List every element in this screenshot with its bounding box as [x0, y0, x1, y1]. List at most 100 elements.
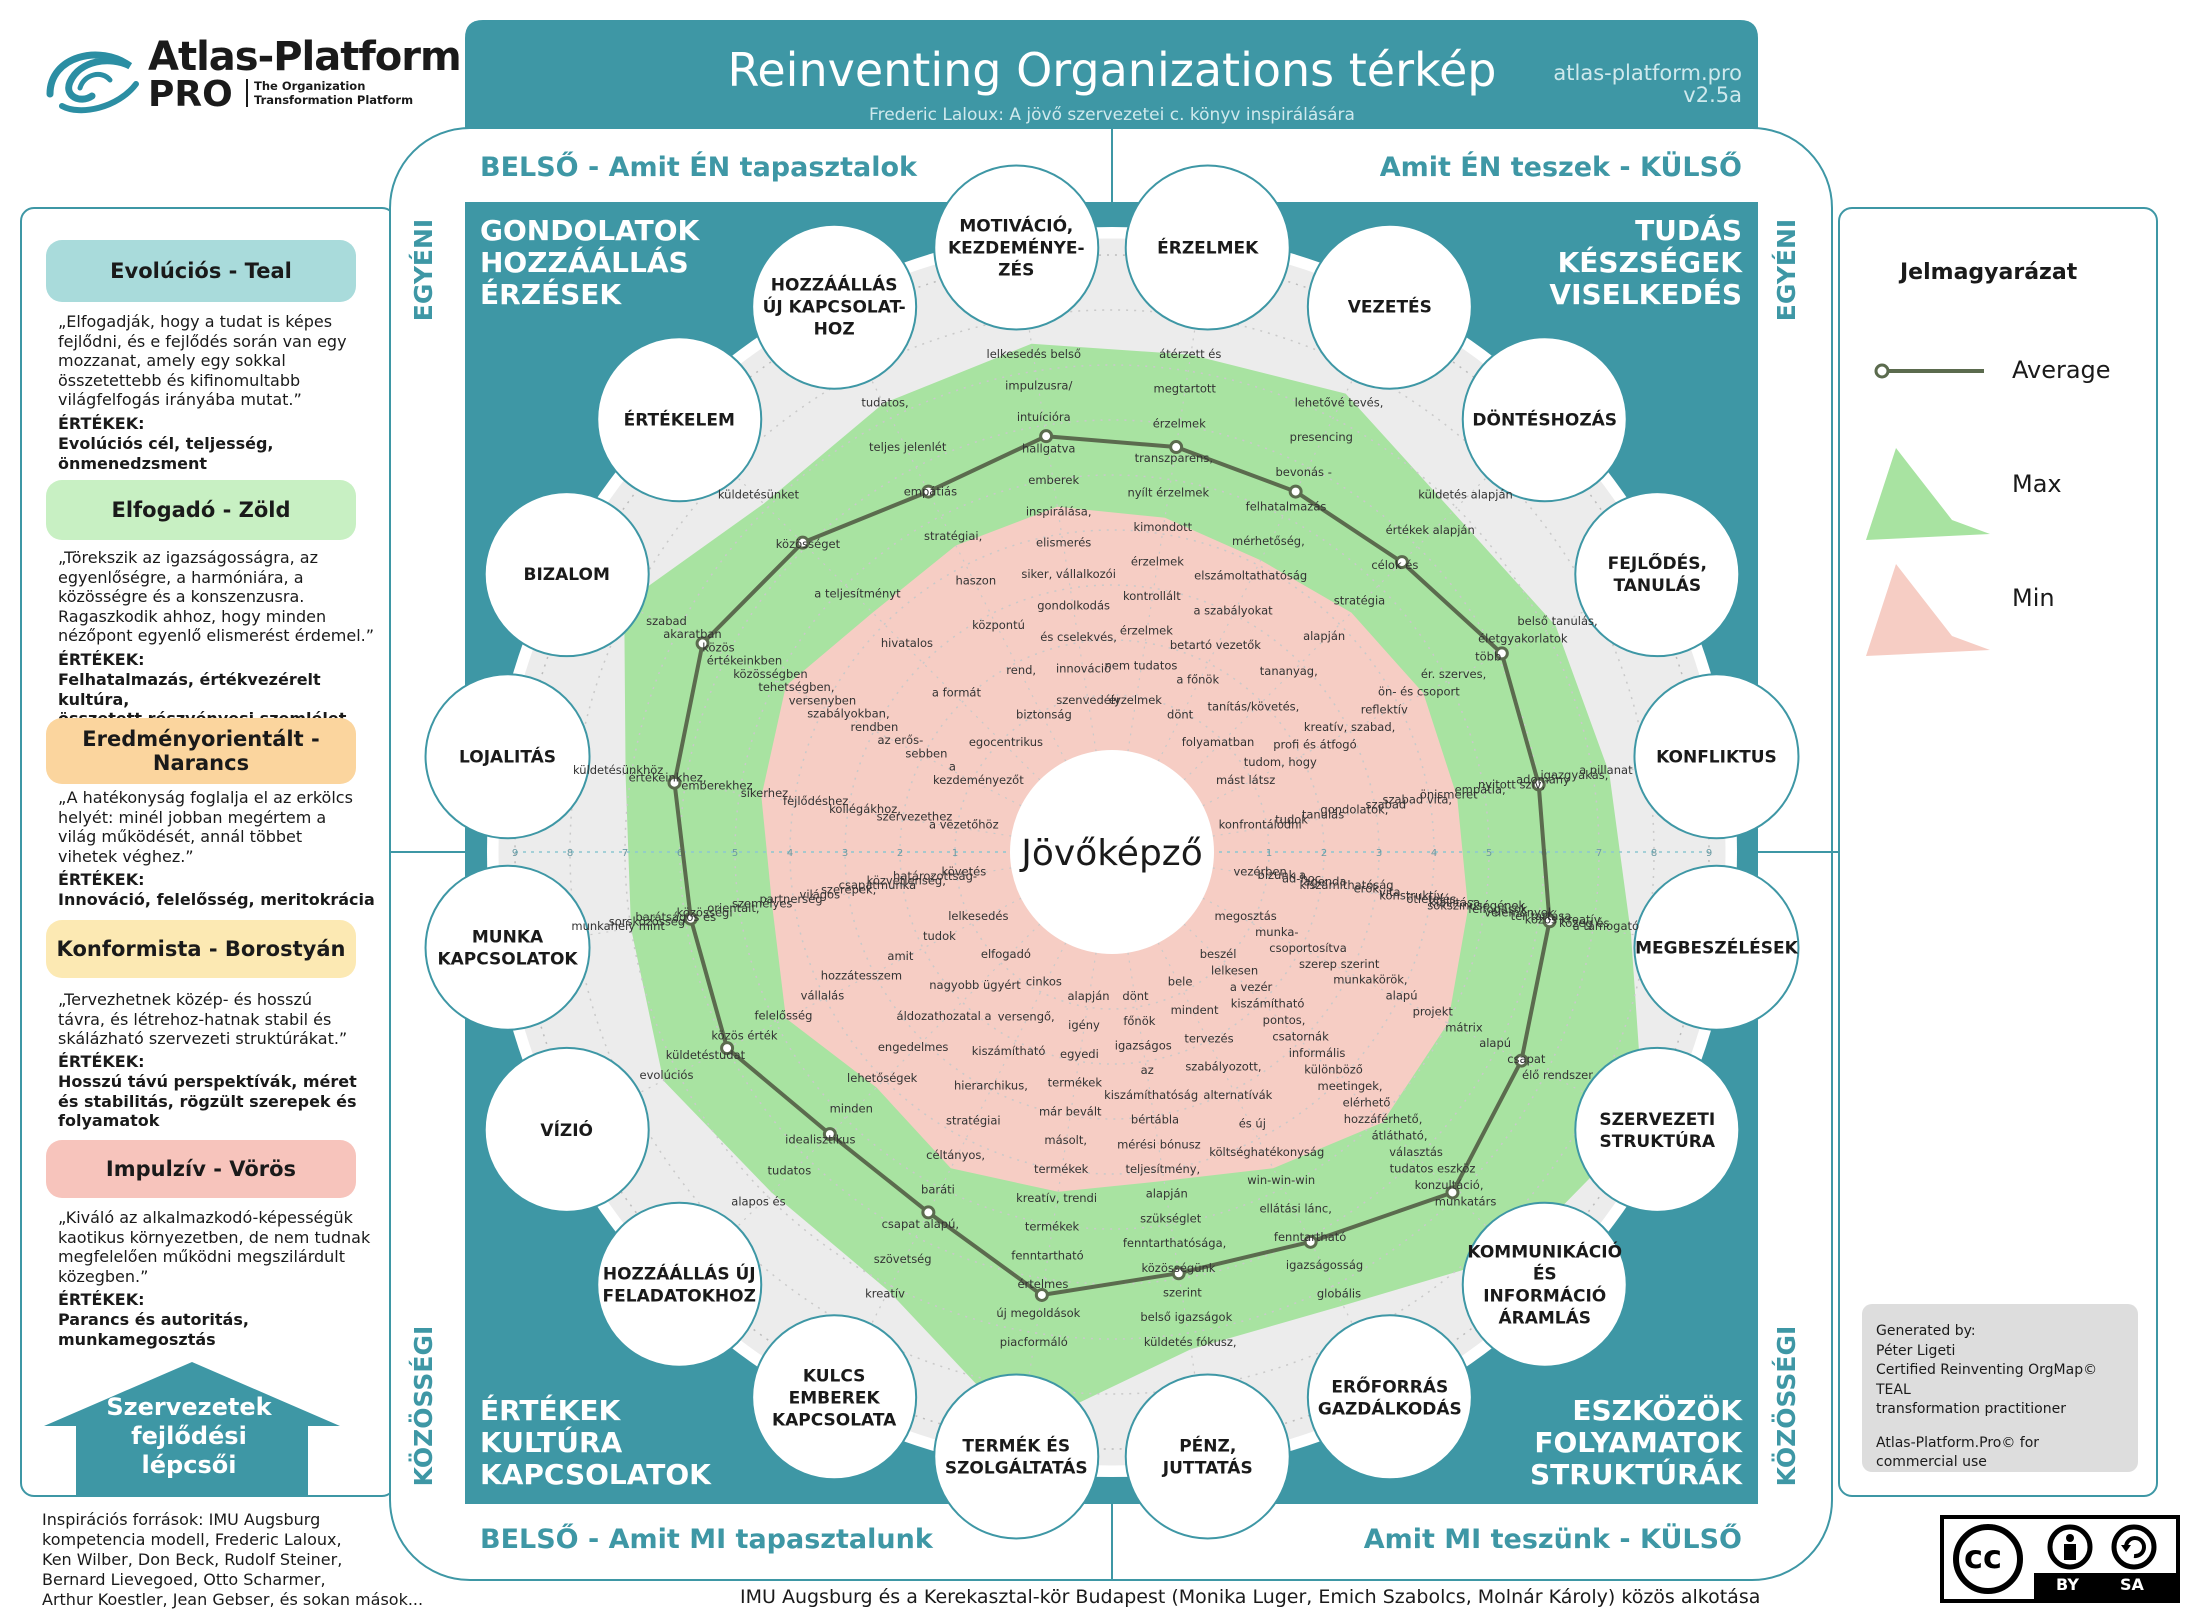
- spoke-description: áldozathozatal a: [897, 1009, 992, 1023]
- spoke-description: tudatos eszköz: [1390, 1162, 1476, 1176]
- quadrant-title-top-left: HOZZÁÁLLÁS: [480, 245, 689, 279]
- spoke-description: profi és átfogó: [1273, 738, 1356, 752]
- scale-tick-label: 7: [1596, 848, 1602, 859]
- spoke-description: ad-hoc,: [1282, 871, 1325, 885]
- spoke-description: csapatmunka: [839, 878, 917, 892]
- spoke-description: stratégiai: [946, 1113, 1001, 1127]
- quadrant-title-bottom-left: KAPCSOLATOK: [480, 1458, 712, 1491]
- spoke-description: világos: [800, 887, 841, 901]
- quadrant-title-top-right: KÉSZSÉGEK: [1558, 245, 1744, 279]
- spoke-description: hozzátesszem: [821, 969, 902, 983]
- spoke-description: költséghatékonyság: [1209, 1145, 1324, 1159]
- spoke-description: csoportosítva: [1269, 941, 1347, 955]
- spoke-description: új megoldások: [996, 1306, 1080, 1320]
- dimension-circle: [596, 336, 763, 503]
- spoke-description: szabad: [646, 614, 687, 628]
- spoke-description: cinkos: [1026, 975, 1062, 989]
- dimension-circle: [1306, 223, 1473, 390]
- spoke-description: engedelmes: [878, 1040, 949, 1054]
- spoke-description: kiállítása: [1429, 895, 1480, 909]
- dimension-label: MEGBESZÉLÉSEK: [1635, 937, 1799, 959]
- spoke-description: nagyobb ügyért: [929, 978, 1021, 992]
- scale-tick-label: 7: [622, 848, 628, 859]
- scale-tick-label: 5: [1486, 848, 1492, 859]
- spoke-description: főnök: [1123, 1014, 1155, 1028]
- average-point: [795, 535, 810, 550]
- dimension-label: MOTIVÁCIÓ,: [959, 215, 1073, 237]
- spoke-description: alapú: [1386, 989, 1418, 1003]
- spoke-description: és új: [1239, 1116, 1266, 1130]
- spoke-description: elfogadó: [981, 947, 1031, 961]
- spoke-description: alapú: [1479, 1036, 1511, 1050]
- spoke-description: az erős-: [878, 733, 924, 747]
- dimension-circle: [424, 673, 591, 840]
- logo-pro: PRO: [148, 74, 233, 115]
- spoke-description: kiszámítható: [972, 1044, 1046, 1058]
- quadrant-title-top-left: ÉRZÉSEK: [480, 277, 622, 311]
- legend-average-swatch: [1874, 363, 1984, 379]
- spoke-description: versenyben: [789, 693, 856, 707]
- spoke-description: win-win-win: [1247, 1173, 1315, 1187]
- spoke-description: globális: [1317, 1287, 1361, 1301]
- spoke-description: gondolkodás: [1037, 599, 1110, 613]
- dimension-label: ÚJ KAPCSOLAT-: [763, 296, 906, 318]
- dimension-label: KONFLIKTUS: [1656, 747, 1777, 767]
- spoke-description: kreatív: [865, 1287, 905, 1301]
- cc-license-badge[interactable]: cc BY SA: [1940, 1515, 2180, 1603]
- spoke-description: mérési bónusz: [1117, 1137, 1201, 1151]
- level-values-label: ÉRTÉKEK:: [58, 1290, 145, 1309]
- spoke-description: presencing: [1290, 430, 1353, 444]
- spoke-description: életgyakorlatok: [1478, 632, 1568, 646]
- spoke-description: transzparens,: [1135, 451, 1213, 465]
- spoke-description: értelmes: [1017, 1277, 1068, 1291]
- spoke-description: vezérben: [1233, 864, 1286, 878]
- average-point: [1531, 777, 1546, 792]
- spoke-description: vállalás: [801, 989, 845, 1003]
- spoke-description: tér tartása: [1511, 909, 1572, 923]
- spoke-description: ér. szerves,: [1421, 667, 1486, 681]
- average-point: [1171, 1266, 1186, 1281]
- dimension-circle: [1124, 1373, 1291, 1540]
- legend-title: Jelmagyarázat: [1900, 260, 2078, 285]
- level-heading: Konformista - Borostyán: [46, 920, 356, 978]
- spoke-description: fejlődéshez: [783, 794, 848, 808]
- spoke-description: mást látsz: [1216, 773, 1275, 787]
- side-label-collective-left: KÖZÖSSÉGI: [408, 1326, 438, 1487]
- spoke-description: partnerség: [759, 892, 822, 906]
- level-heading: Impulzív - Vörös: [46, 1140, 356, 1198]
- spoke-description: tervezés: [1184, 1031, 1233, 1045]
- spoke-description: a szabályokat: [1193, 603, 1273, 617]
- heading-top-right: Amit ÉN teszek - KÜLSŐ: [1380, 150, 1742, 183]
- spoke-description: lehetővé tevés,: [1295, 395, 1384, 409]
- dimension-circle: [1633, 864, 1800, 1031]
- spoke-description: érzelmek: [1153, 416, 1206, 430]
- spoke-description: hivatalos: [881, 636, 933, 650]
- spoke-description: lelkesedés: [948, 909, 1008, 923]
- spoke-description: elismerés: [1036, 536, 1091, 550]
- spoke-description: másolt,: [1044, 1133, 1087, 1147]
- dimension-label: HOZZÁÁLLÁS ÚJ: [603, 1263, 756, 1285]
- site-url: atlas-platform.pro: [1553, 61, 1742, 85]
- generated-by-note: Generated by: Péter Ligeti Certified Rei…: [1862, 1304, 2138, 1472]
- spoke-description: nyílt érzelmek: [1127, 485, 1209, 499]
- spoke-description: stratégia: [1334, 594, 1385, 608]
- spoke-description: vita: [1379, 885, 1401, 899]
- spoke-description: érzelmek: [1109, 693, 1162, 707]
- spoke-description: mátrix: [1445, 1020, 1483, 1034]
- spoke-description: beszél: [1200, 947, 1237, 961]
- spoke-description: idealisztikus: [785, 1133, 855, 1147]
- spoke-description: kreatív, szabad,: [1304, 720, 1395, 734]
- quadrant-title-top-right: TUDÁS: [1635, 213, 1742, 247]
- scale-tick-label: 1: [952, 848, 958, 859]
- spoke-description: több: [1475, 649, 1501, 663]
- spoke-description: központú: [972, 618, 1025, 632]
- spoke-description: küldetés fókusz,: [1144, 1335, 1237, 1349]
- spoke-description: tudatos,: [861, 395, 908, 409]
- level-values-label: ÉRTÉKEK:: [58, 870, 145, 889]
- spoke-description: informális: [1289, 1046, 1346, 1060]
- quadrant-title-bottom-right: FOLYAMATOK: [1534, 1426, 1743, 1459]
- dimension-circle: [483, 491, 650, 658]
- scale-tick-label: 1: [1266, 848, 1272, 859]
- spoke-description: adomány: [1516, 773, 1570, 787]
- spoke-description: szerint: [1163, 1285, 1202, 1299]
